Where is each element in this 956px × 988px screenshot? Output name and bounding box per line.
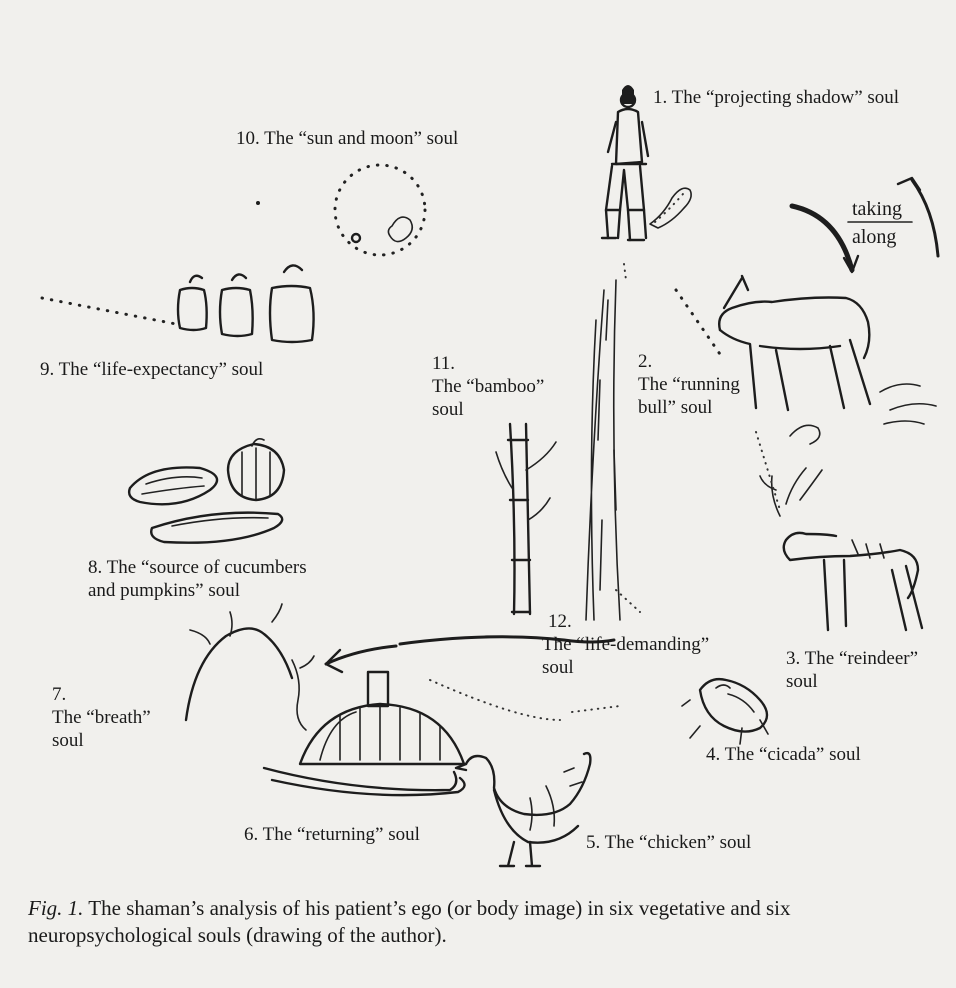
label-line: The “life-demanding”: [542, 633, 709, 656]
label-returning-soul: 6. The “returning” soul: [244, 823, 420, 846]
label-line: 7.: [52, 683, 151, 706]
label-cucumbers-pumpkins-soul: 8. The “source of cucumbers and pumpkins…: [88, 556, 307, 602]
label-projecting-shadow-soul: 1. The “projecting shadow” soul: [653, 86, 899, 109]
life-demanding-trunk: [586, 264, 640, 620]
label-sun-moon-soul: 10. The “sun and moon” soul: [236, 127, 458, 150]
label-line: The “breath”: [52, 706, 151, 729]
label-life-demanding-soul: 12. The “life-demanding” soul: [542, 610, 709, 679]
label-line: 3. The “reindeer”: [786, 647, 918, 670]
label-text: 6. The “returning” soul: [244, 823, 420, 846]
label-line: soul: [542, 656, 709, 679]
label-running-bull-soul: 2. The “running bull” soul: [638, 350, 740, 419]
chicken-drawing: [456, 753, 590, 866]
label-bamboo-soul: 11. The “bamboo” soul: [432, 352, 544, 421]
figure-caption: Fig. 1. The shaman’s analysis of his pat…: [28, 895, 938, 949]
label-text: taking: [852, 198, 902, 221]
label-line: 11.: [432, 352, 544, 375]
label-reindeer-soul: 3. The “reindeer” soul: [786, 647, 918, 693]
label-text: 9. The “life-expectancy” soul: [40, 358, 263, 381]
label-breath-soul: 7. The “breath” soul: [52, 683, 151, 752]
label-line: soul: [432, 398, 544, 421]
label-line: 12.: [542, 610, 709, 633]
label-cicada-soul: 4. The “cicada” soul: [706, 743, 861, 766]
label-life-expectancy-soul: 9. The “life-expectancy” soul: [40, 358, 263, 381]
label-line: 2.: [638, 350, 740, 373]
label-line: The “bamboo”: [432, 375, 544, 398]
label-line: bull” soul: [638, 396, 740, 419]
label-text: 5. The “chicken” soul: [586, 831, 751, 854]
label-line: and pumpkins” soul: [88, 579, 307, 602]
cucumbers-pumpkins-drawing: [129, 439, 284, 543]
reindeer-drawing: [760, 468, 922, 630]
bamboo-stalk: [496, 424, 556, 614]
label-along: along: [852, 226, 896, 249]
label-line: The “running: [638, 373, 740, 396]
caption-text: The shaman’s analysis of his patient’s e…: [28, 896, 790, 947]
life-expectancy-sacks: [42, 265, 314, 342]
label-line: soul: [786, 670, 918, 693]
label-text: 10. The “sun and moon” soul: [236, 127, 458, 150]
label-chicken-soul: 5. The “chicken” soul: [586, 831, 751, 854]
label-text: along: [852, 226, 896, 249]
label-line: soul: [52, 729, 151, 752]
returning-soul-drawing: [264, 672, 620, 795]
cicada-drawing: [682, 679, 768, 744]
taking-along-arrows: [792, 178, 938, 272]
label-text: 1. The “projecting shadow” soul: [653, 86, 899, 109]
label-taking: taking: [852, 198, 902, 221]
sun-moon-circle: [335, 165, 425, 255]
caption-figure-number: Fig. 1.: [28, 896, 83, 920]
label-text: 4. The “cicada” soul: [706, 743, 861, 766]
bull-to-reindeer-dots: [756, 432, 780, 510]
label-line: 8. The “source of cucumbers: [88, 556, 307, 579]
